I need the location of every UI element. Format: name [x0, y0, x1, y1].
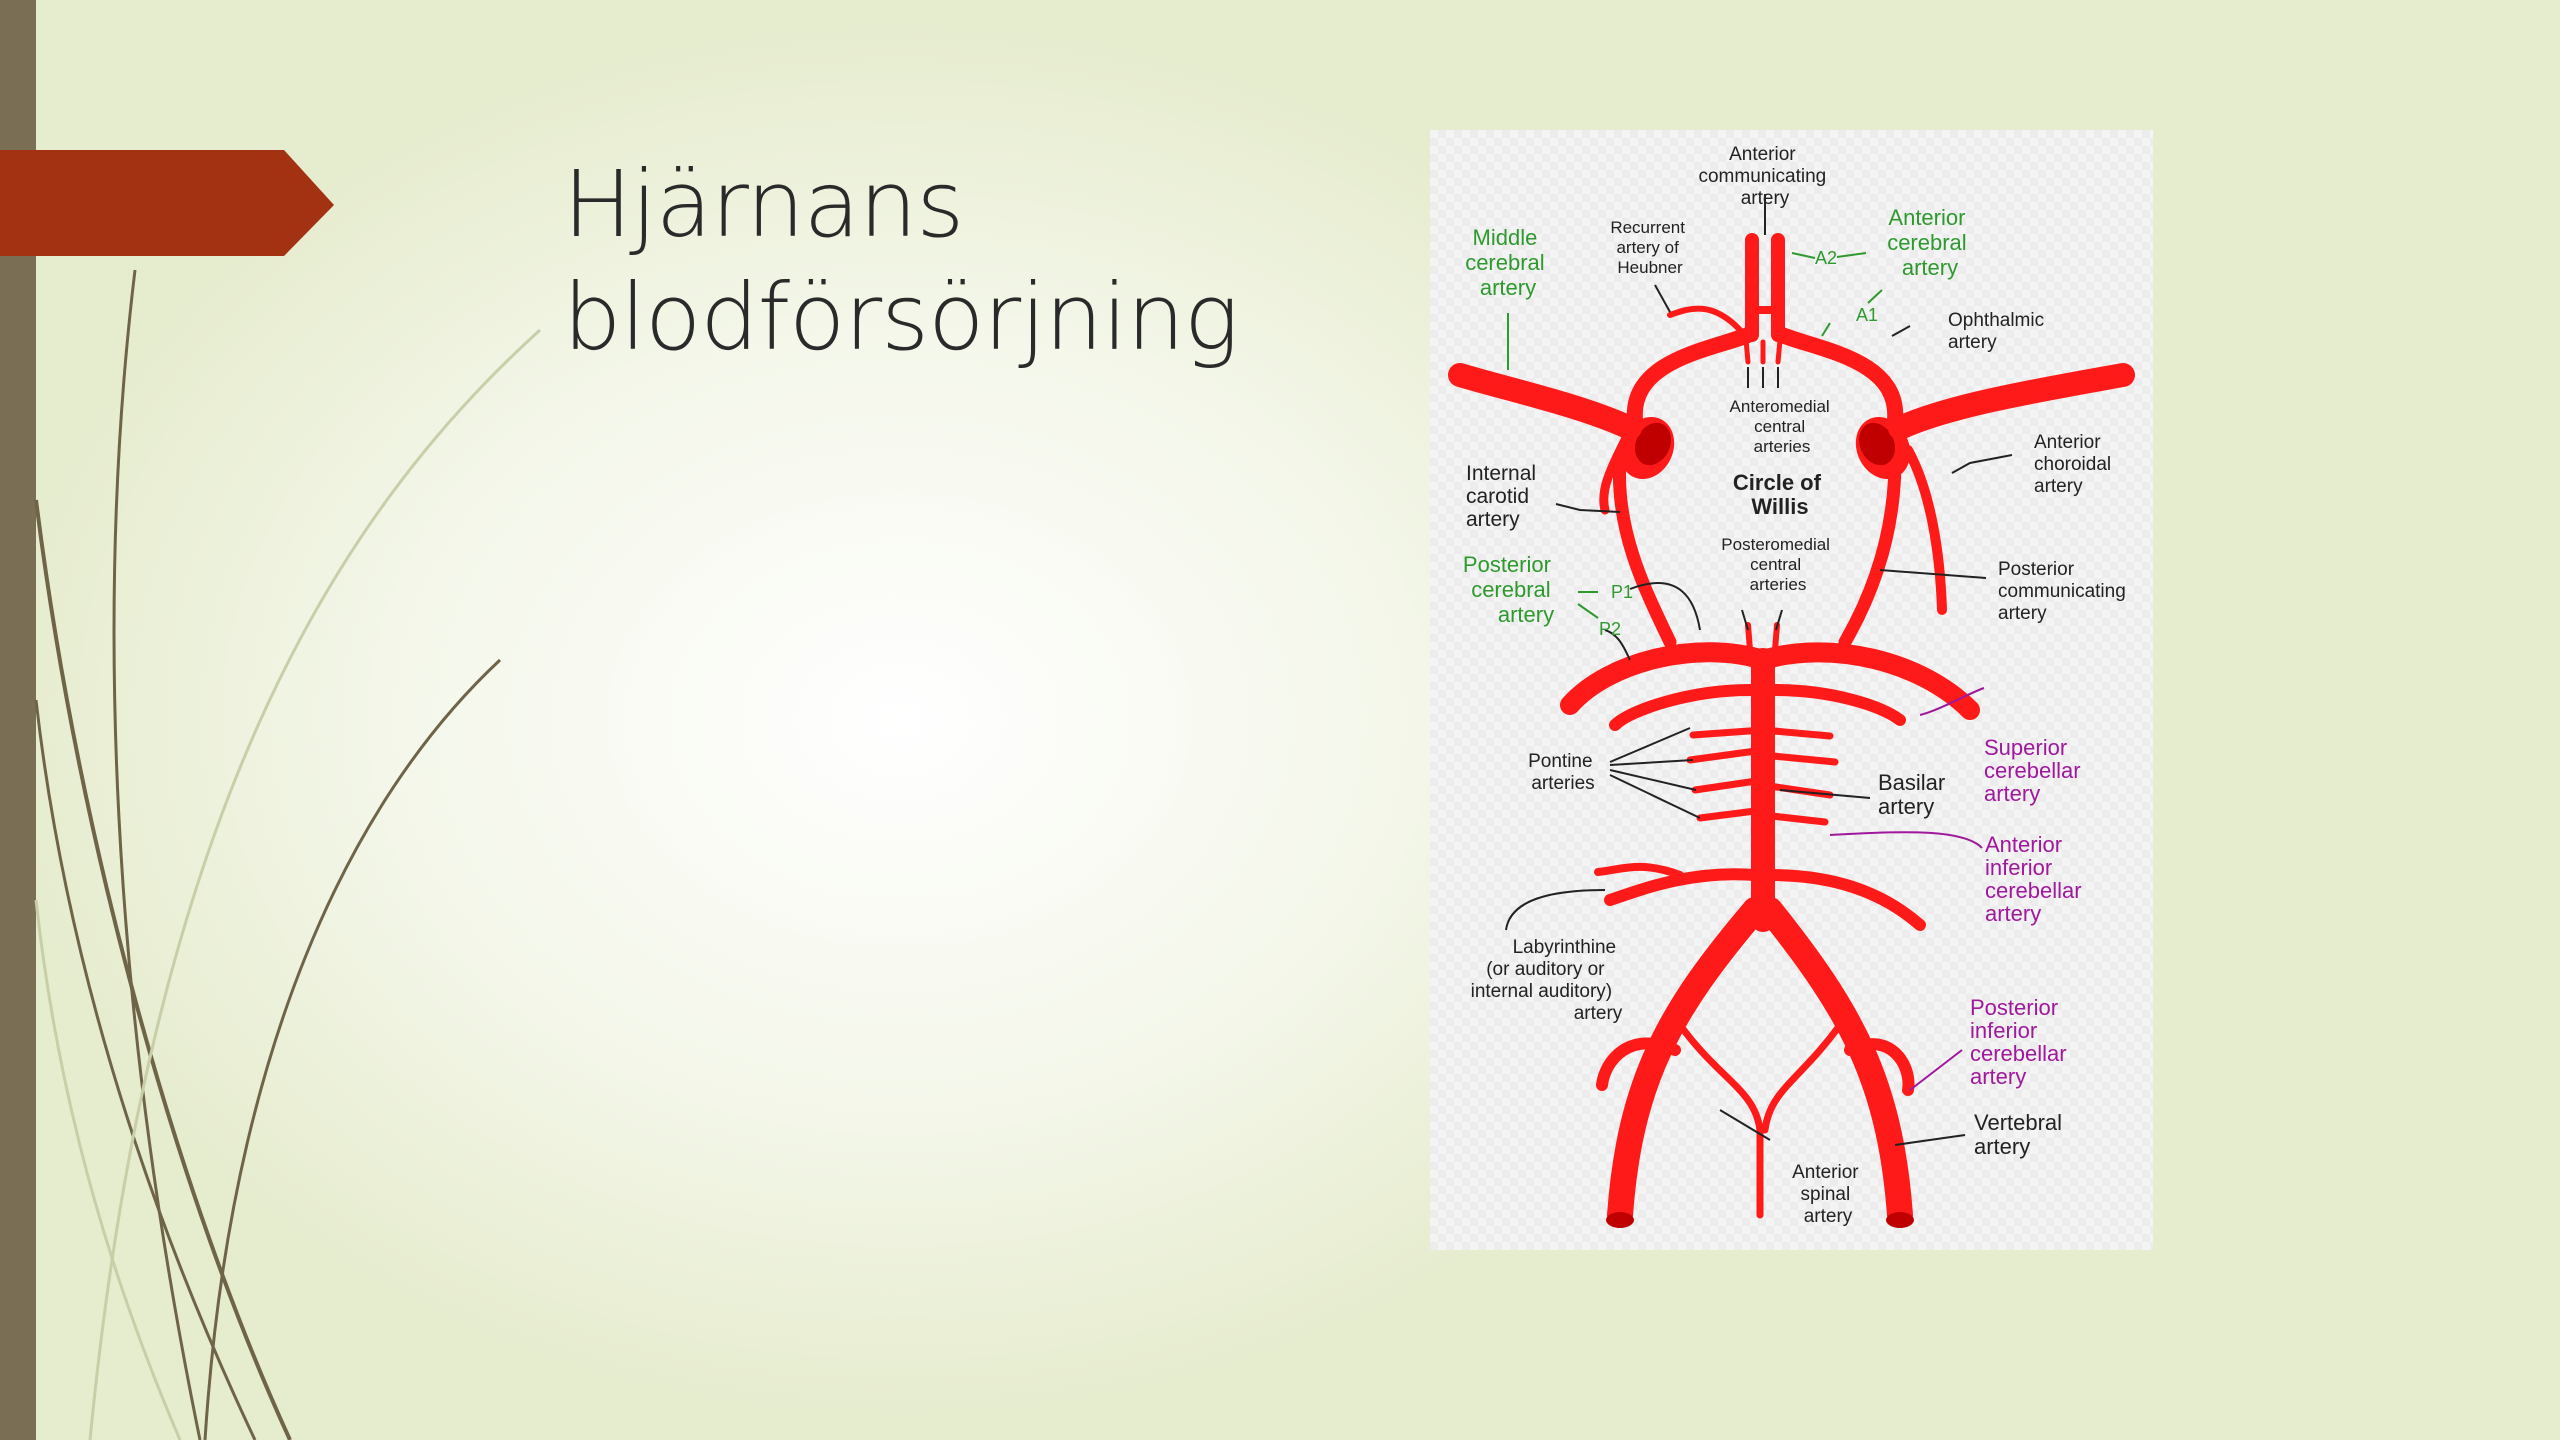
label-internal-carotid: Internal carotid artery: [1466, 462, 1542, 531]
artery-drawing: [1448, 233, 2135, 1228]
title-arrow-tab: [0, 150, 334, 256]
label-ophthalmic: Ophthalmic artery: [1948, 310, 2049, 353]
label-posterior-communicating: Posterior communicating artery: [1998, 559, 2131, 624]
label-anterior-communicating: Anterior communicating artery: [1698, 144, 1831, 209]
label-p1: P1: [1611, 582, 1633, 602]
label-a1: A1: [1856, 305, 1878, 325]
label-basilar: Basilar artery: [1878, 770, 1951, 819]
label-posterior-cerebral: Posterior cerebral artery: [1463, 552, 1557, 627]
label-p2: P2: [1599, 619, 1621, 639]
slide-title-line-2: blodförsörjning: [563, 264, 1239, 371]
label-superior-cerebellar: Superior cerebellar artery: [1984, 735, 2087, 806]
label-anterior-cerebral: Anterior cerebral artery: [1887, 205, 1973, 280]
slide-title: Hjärnans blodförsörjning: [563, 148, 1323, 374]
label-pontine: Pontine arteries: [1528, 751, 1598, 794]
label-middle-cerebral: Middle cerebral artery: [1465, 225, 1551, 300]
leader-lines: [1505, 194, 2013, 1146]
label-anterior-inferior-cerebellar: Anterior inferior cerebellar artery: [1985, 832, 2088, 926]
label-circle-of-willis: Circle of Willis: [1733, 470, 1827, 519]
label-anteromedial-central: Anteromedial central arteries: [1730, 397, 1835, 456]
label-labyrinthine: Labyrinthine (or auditory or internal au…: [1471, 937, 1623, 1024]
decorative-grass-strokes: [34, 269, 542, 1440]
label-posterior-inferior-cerebellar: Posterior inferior cerebellar artery: [1970, 995, 2073, 1089]
label-anterior-spinal: Anterior spinal artery: [1792, 1162, 1864, 1227]
slide-title-line-1: Hjärnans: [563, 151, 964, 258]
label-posteromedial-central: Posteromedial central arteries: [1721, 535, 1834, 594]
label-recurrent-heubner: Recurrent artery of Heubner: [1610, 218, 1689, 277]
label-vertebral: Vertebral artery: [1974, 1110, 2068, 1159]
circle-of-willis-diagram: Anterior communicating artery Recurrent …: [1430, 130, 2153, 1250]
label-a2: A2: [1815, 248, 1837, 268]
label-anterior-choroidal: Anterior choroidal artery: [2034, 432, 2116, 497]
